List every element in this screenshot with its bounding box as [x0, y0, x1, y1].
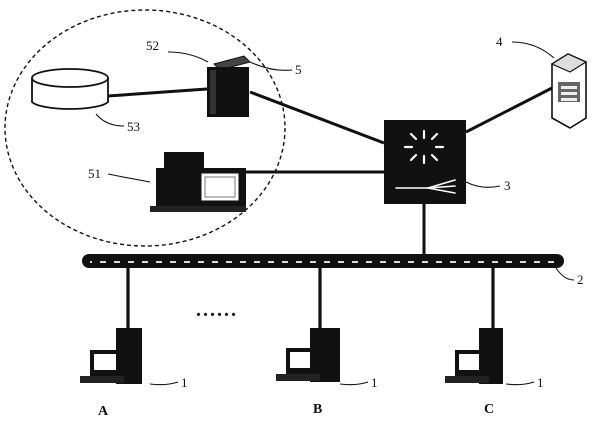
more-clients-ellipsis: ...... — [196, 299, 238, 321]
ref-console: 51 — [88, 166, 101, 181]
label-client-a: A — [98, 404, 109, 419]
leader-ref-3 — [465, 181, 501, 188]
client-terminal-b-icon — [276, 328, 340, 382]
ref-server-group: 5 — [295, 62, 302, 77]
ref-database: 53 — [127, 119, 140, 134]
client-terminal-c-icon — [445, 328, 503, 384]
label-client-c: C — [484, 402, 494, 417]
link-switch-firewall — [465, 86, 553, 134]
label-client-b: B — [313, 402, 322, 417]
switch-icon — [384, 120, 466, 204]
leader-ref-52 — [167, 51, 209, 63]
leader-ref-5 — [249, 61, 293, 71]
server-icon — [207, 55, 251, 117]
ref-client-terminal-c: 1 — [537, 375, 544, 390]
network-bus — [82, 254, 564, 268]
client-terminal-a-icon — [80, 328, 142, 384]
ref-client-terminal-b: 1 — [371, 375, 378, 390]
leader-ref-53 — [95, 113, 125, 127]
leader-ref-51 — [107, 173, 151, 183]
ref-switch: 3 — [504, 178, 511, 193]
console-icon — [150, 152, 246, 212]
ref-client-terminal-a: 1 — [181, 375, 188, 390]
ref-server: 52 — [146, 38, 159, 53]
leader-ref-1-b — [339, 381, 369, 386]
firewall-icon — [550, 53, 588, 129]
leader-ref-2 — [555, 267, 575, 281]
link-database-server — [107, 87, 208, 98]
leader-ref-1-c — [505, 381, 535, 386]
ref-bus: 2 — [577, 272, 584, 287]
database-icon — [31, 68, 109, 110]
ref-firewall: 4 — [496, 34, 503, 49]
leader-ref-1-a — [149, 381, 179, 386]
server-group-boundary — [4, 9, 286, 247]
link-server-switch — [249, 90, 385, 145]
leader-ref-4 — [511, 41, 555, 59]
